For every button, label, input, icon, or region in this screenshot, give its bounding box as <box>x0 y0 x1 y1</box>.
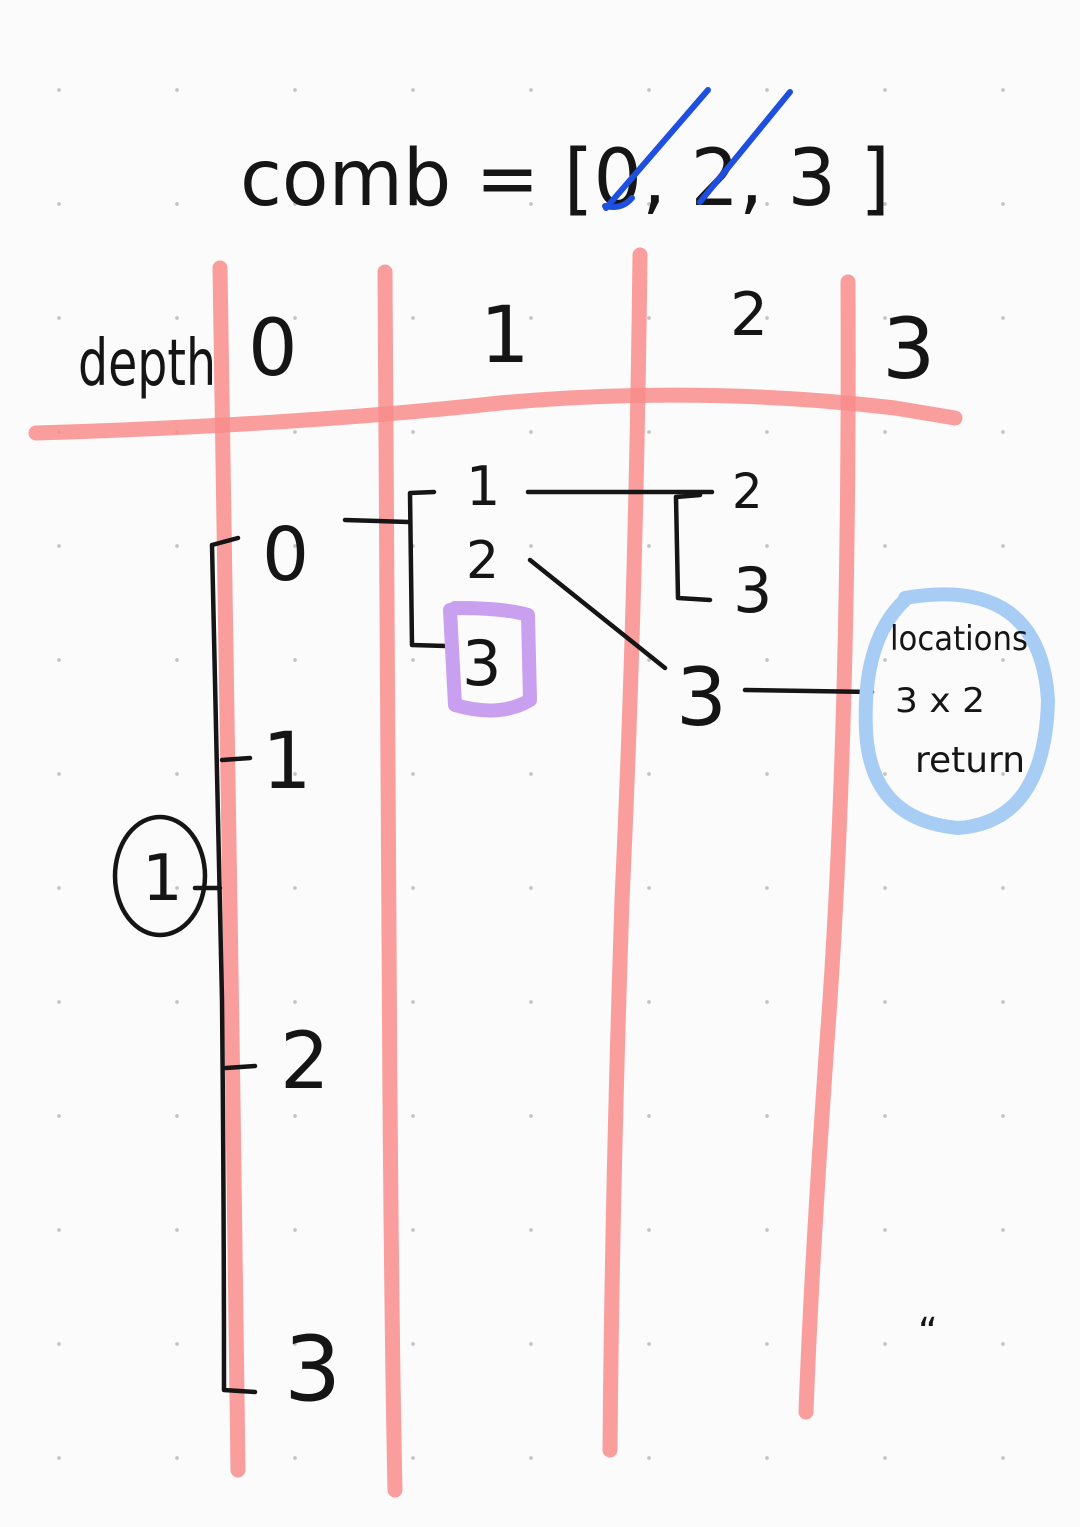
root-tick-1 <box>219 755 253 763</box>
depth-value-0: 0 <box>248 304 298 394</box>
level1-bracket <box>407 489 449 649</box>
strike-comma-2 <box>602 195 635 210</box>
column-line-1 <box>377 264 403 1498</box>
level1-value-2: 2 <box>466 531 499 591</box>
stray-mark: “ <box>918 1310 938 1354</box>
depth-header-divider <box>28 387 963 441</box>
column-line-3 <box>798 274 856 1420</box>
level2-bracket <box>673 492 713 603</box>
root-value-0: 0 <box>262 512 309 598</box>
depth-value-2: 2 <box>730 280 768 350</box>
purple-highlight-box <box>443 601 537 718</box>
note-line-return: return <box>915 740 1025 781</box>
blue-strike-marks <box>602 87 793 211</box>
column-line-0 <box>212 260 246 1478</box>
level2-value-2: 2 <box>732 464 763 520</box>
root-tick-2 <box>223 1063 258 1071</box>
strike-mark-3 <box>697 89 793 205</box>
note-line-locations: locations <box>890 619 1028 659</box>
level2-value-3-from-2: 3 <box>676 651 727 744</box>
depth-label: depth <box>78 327 216 401</box>
circled-marker-value: 1 <box>142 842 183 916</box>
comb-expression: comb = [0, 2, 3 ] <box>240 134 890 224</box>
note-line-count: 3 x 2 <box>895 681 985 721</box>
root-value-2: 2 <box>280 1017 330 1107</box>
note-highlight-circle <box>858 587 1056 836</box>
level1-value-3: 3 <box>462 627 501 700</box>
connector-2-to-level2 <box>527 557 668 671</box>
depth-value-1: 1 <box>480 291 530 381</box>
root-value-3: 3 <box>284 1317 341 1422</box>
root-bracket <box>209 535 258 1395</box>
connector-0-to-level1 <box>342 517 411 525</box>
depth-column-lines <box>212 247 856 1498</box>
strike-mark-2 <box>603 87 711 211</box>
root-value-1: 1 <box>262 717 312 807</box>
column-line-2 <box>602 247 648 1458</box>
level2-value-3: 3 <box>733 554 772 627</box>
level1-value-1: 1 <box>466 455 500 518</box>
connector-to-note <box>742 687 875 695</box>
circled-marker-ring <box>112 814 208 938</box>
depth-value-3: 3 <box>882 300 935 398</box>
